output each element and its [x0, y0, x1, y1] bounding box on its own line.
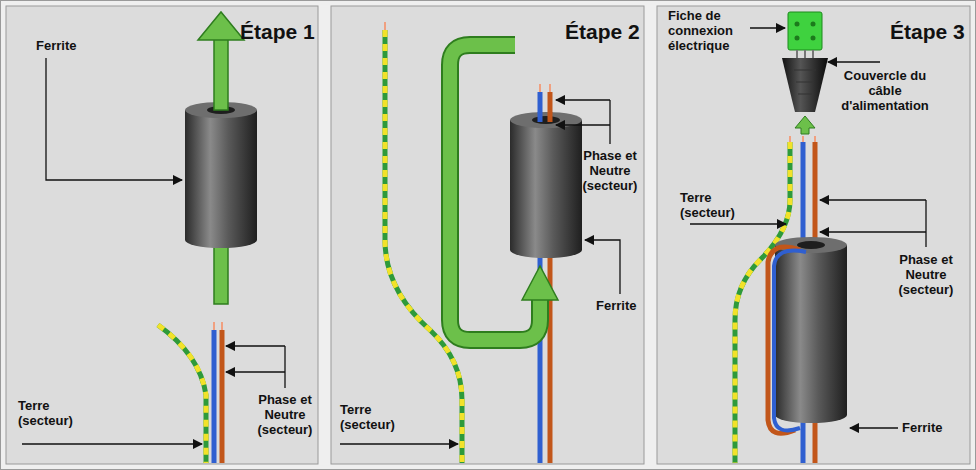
step-title: Étape 2	[565, 20, 641, 44]
wire-label: Phase et Neutre (secteur)	[890, 252, 962, 297]
panel	[331, 6, 644, 464]
wire-label: Phase et Neutre (secteur)	[574, 148, 646, 193]
step-title: Étape 1	[240, 20, 316, 44]
step2-art	[340, 22, 620, 463]
panel	[657, 6, 970, 464]
wire-label: Terre (secteur)	[680, 190, 750, 220]
part-label: Fiche de connexion électrique	[668, 8, 748, 53]
part-label: Couvercle du câble d'alimentation	[835, 68, 935, 113]
part-label: Ferrite	[36, 38, 116, 53]
step1-art	[22, 12, 285, 463]
wire-label: Terre (secteur)	[18, 398, 88, 428]
part-label: Ferrite	[596, 298, 642, 313]
wire-label: Phase et Neutre (secteur)	[249, 392, 321, 437]
wire-label: Terre (secteur)	[340, 402, 410, 432]
part-label: Ferrite	[902, 420, 962, 435]
step-title: Étape 3	[890, 20, 966, 44]
